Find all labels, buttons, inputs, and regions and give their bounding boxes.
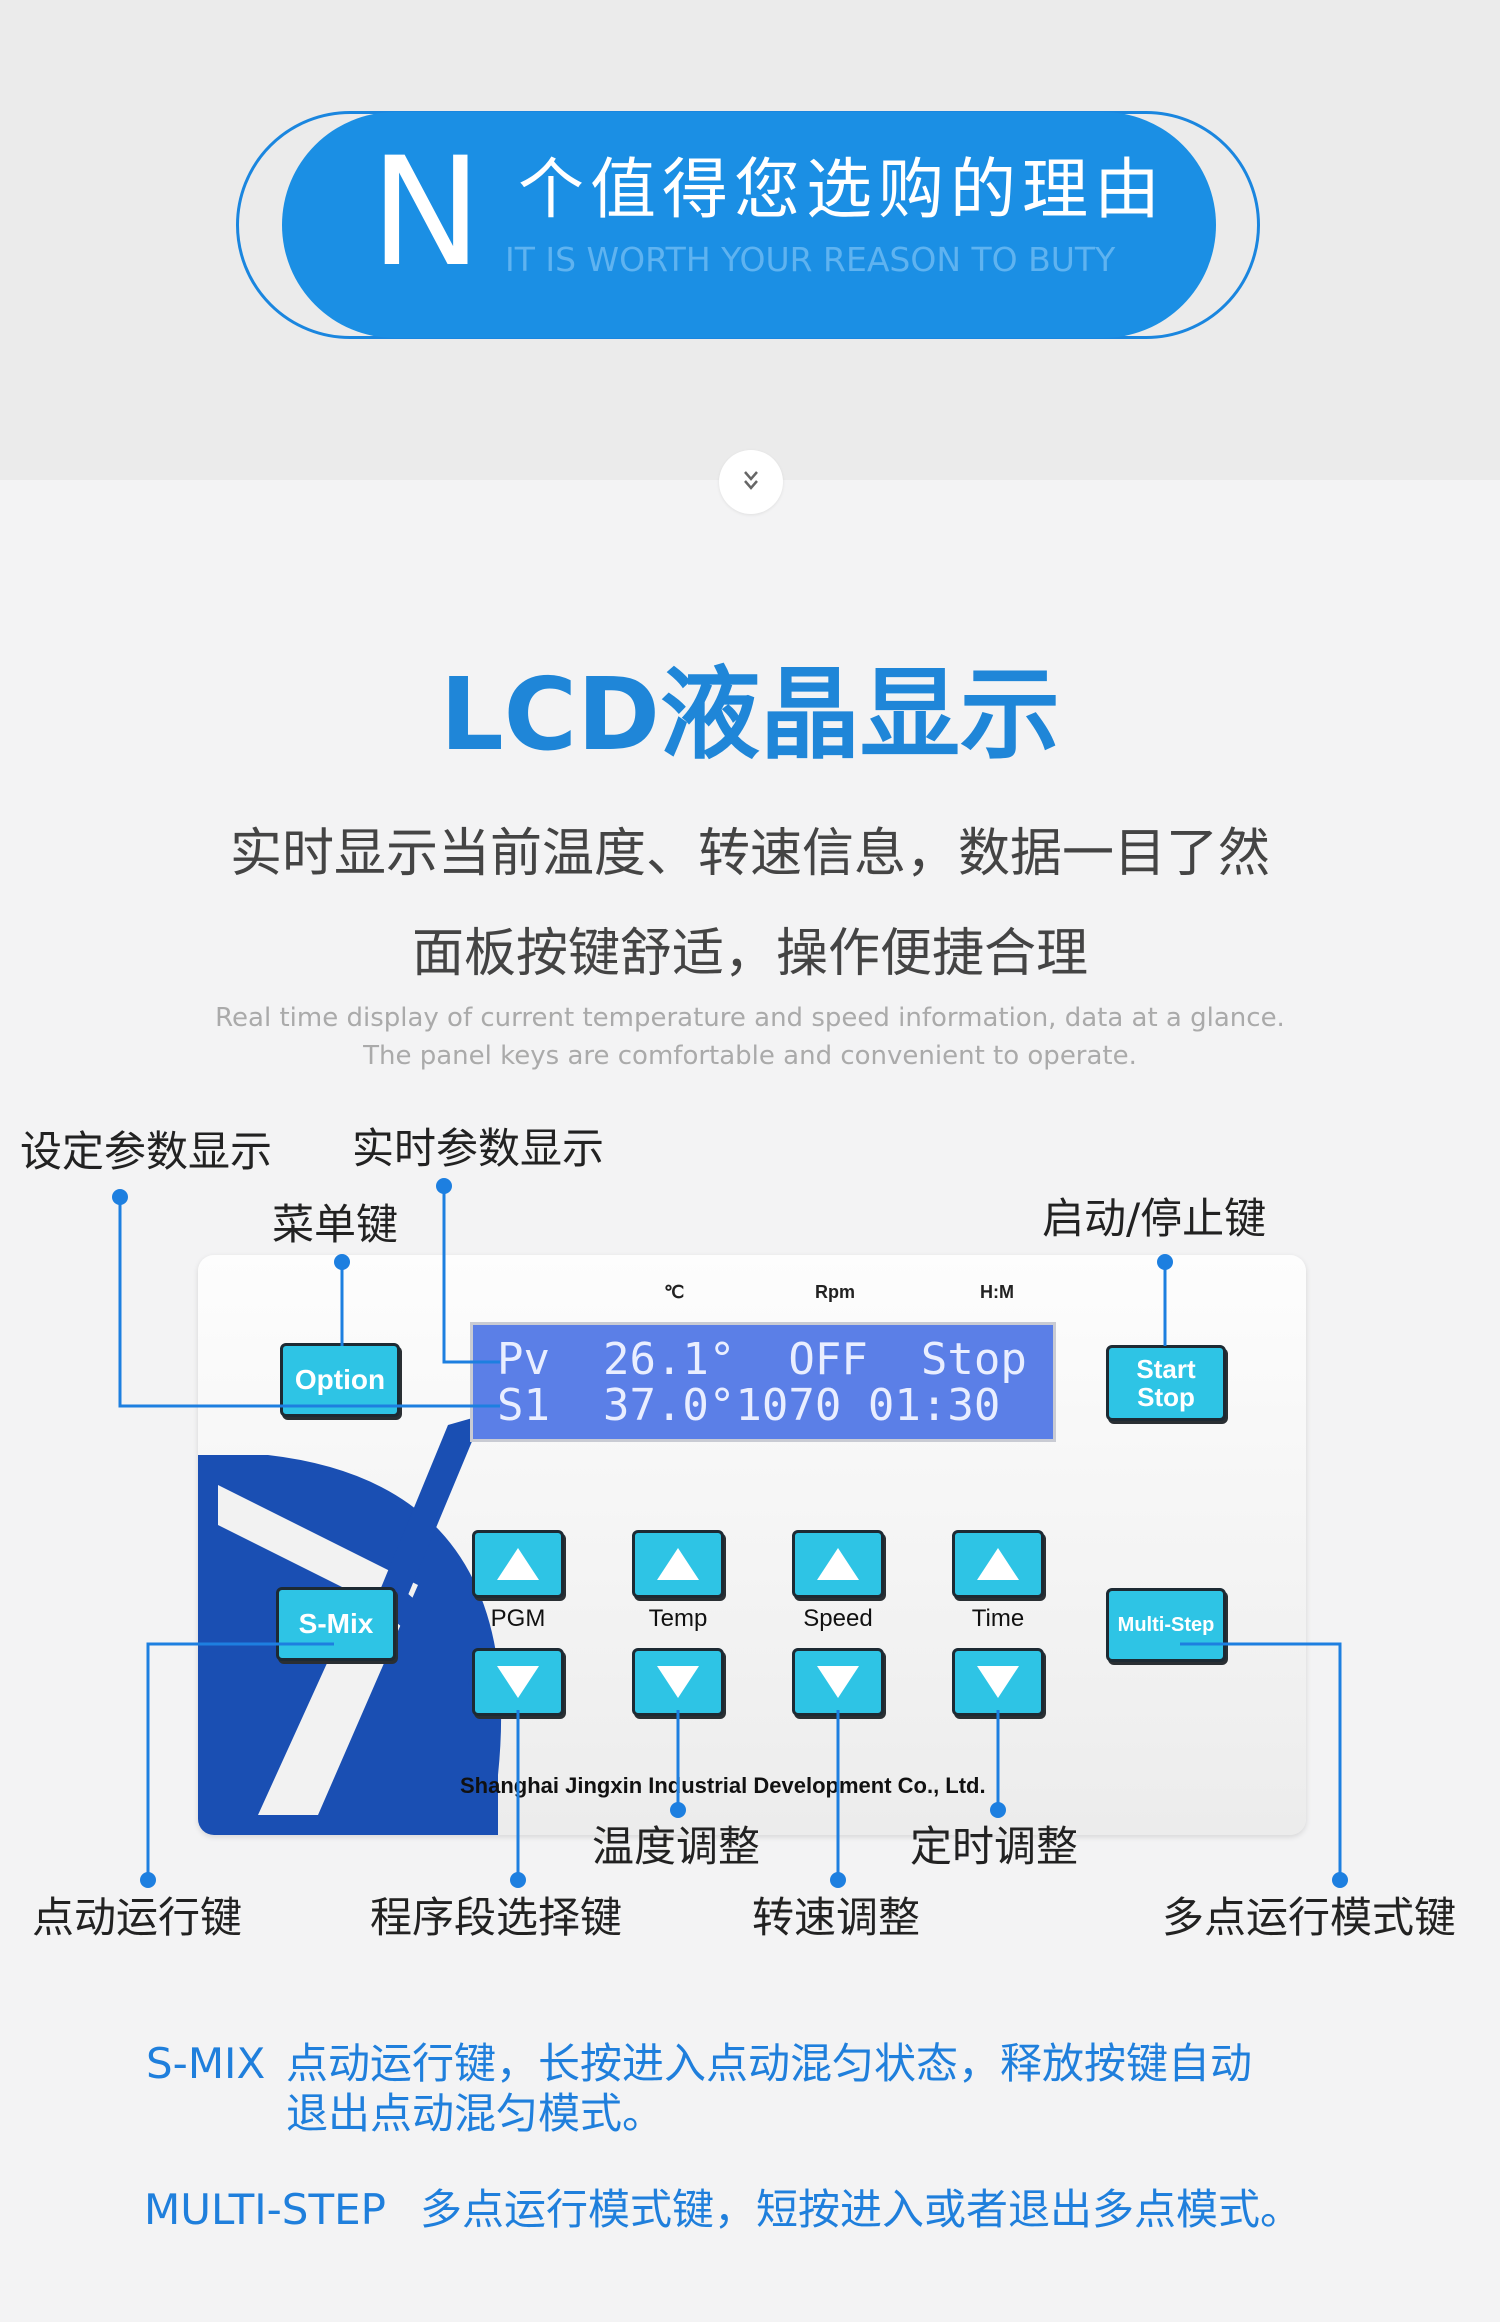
header-big-letter: N [370, 126, 483, 300]
start-stop-button[interactable]: Start Stop [1106, 1345, 1226, 1421]
callout-jog-key: 点动运行键 [32, 1893, 243, 1942]
callout-time-adjust: 定时调整 [910, 1822, 1079, 1871]
lcd-display: Pv 26.1° OFF Stop S1 37.0°1070 01:30 [470, 1322, 1056, 1442]
callout-set-param: 设定参数显示 [20, 1127, 273, 1176]
callout-multipoint-key: 多点运行模式键 [1162, 1893, 1457, 1942]
triangle-up-icon [977, 1548, 1019, 1580]
note-smix-text-1: 点动运行键，长按进入点动混匀状态，释放按键自动 [286, 2039, 1253, 2088]
header-title: 个值得您选购的理由 [518, 151, 1166, 228]
unit-time-label: H:M [980, 1282, 1014, 1302]
time-down-button[interactable] [952, 1648, 1044, 1716]
triangle-down-icon [497, 1666, 539, 1698]
note-multistep-text: 多点运行模式键，短按进入或者退出多点模式。 [420, 2185, 1303, 2234]
speed-down-button[interactable] [792, 1648, 884, 1716]
unit-rpm-label: Rpm [815, 1282, 855, 1302]
pgm-key-label: PGM [490, 1605, 546, 1632]
multi-step-button[interactable]: Multi-Step [1106, 1588, 1226, 1662]
note-smix-label: S-MIX [146, 2039, 266, 2088]
double-chevron-down-icon [744, 471, 758, 490]
pgm-up-button[interactable] [472, 1530, 564, 1598]
triangle-up-icon [817, 1548, 859, 1580]
callout-menu-key: 菜单键 [272, 1200, 399, 1249]
option-button[interactable]: Option [280, 1343, 400, 1417]
start-label: Start [1136, 1354, 1196, 1384]
temp-key-label: Temp [648, 1605, 708, 1632]
header-subtitle: IT IS WORTH YOUR REASON TO BUTY [505, 240, 1116, 279]
intro-zh-line-1: 实时显示当前温度、转速信息，数据一目了然 [229, 824, 1270, 884]
speed-key-label: Speed [803, 1605, 873, 1632]
intro-en-line-2: The panel keys are comfortable and conve… [363, 1041, 1137, 1071]
triangle-down-icon [657, 1666, 699, 1698]
triangle-up-icon [657, 1548, 699, 1580]
scroll-down-button[interactable] [719, 450, 783, 514]
s-mix-button[interactable]: S-Mix [276, 1587, 396, 1661]
triangle-down-icon [817, 1666, 859, 1698]
company-name: Shanghai Jingxin Industrial Development … [460, 1773, 986, 1798]
lcd-line-2: S1 37.0°1070 01:30 [497, 1380, 1001, 1431]
temp-down-button[interactable] [632, 1648, 724, 1716]
triangle-down-icon [977, 1666, 1019, 1698]
callout-program-key: 程序段选择键 [370, 1893, 623, 1942]
stop-label: Stop [1137, 1382, 1195, 1412]
unit-temp-label: ℃ [664, 1282, 685, 1302]
header-pill [282, 112, 1216, 338]
time-key-label: Time [971, 1605, 1025, 1632]
pgm-down-button[interactable] [472, 1648, 564, 1716]
intro-en-line-1: Real time display of current temperature… [215, 1003, 1285, 1033]
speed-up-button[interactable] [792, 1530, 884, 1598]
note-multistep-label: MULTI-STEP [144, 2185, 386, 2234]
callout-temp-adjust: 温度调整 [592, 1822, 761, 1871]
triangle-up-icon [497, 1548, 539, 1580]
note-smix-text-2: 退出点动混匀模式。 [286, 2089, 665, 2138]
callout-live-param: 实时参数显示 [352, 1124, 605, 1173]
time-up-button[interactable] [952, 1530, 1044, 1598]
lcd-line-1: Pv 26.1° OFF Stop [497, 1334, 1027, 1385]
section-title: LCD液晶显示 [439, 656, 1061, 773]
callout-start-stop: 启动/停止键 [1042, 1194, 1267, 1243]
callout-speed-adjust: 转速调整 [752, 1893, 921, 1942]
temp-up-button[interactable] [632, 1530, 724, 1598]
intro-zh-line-2: 面板按键舒适，操作便捷合理 [411, 924, 1088, 984]
